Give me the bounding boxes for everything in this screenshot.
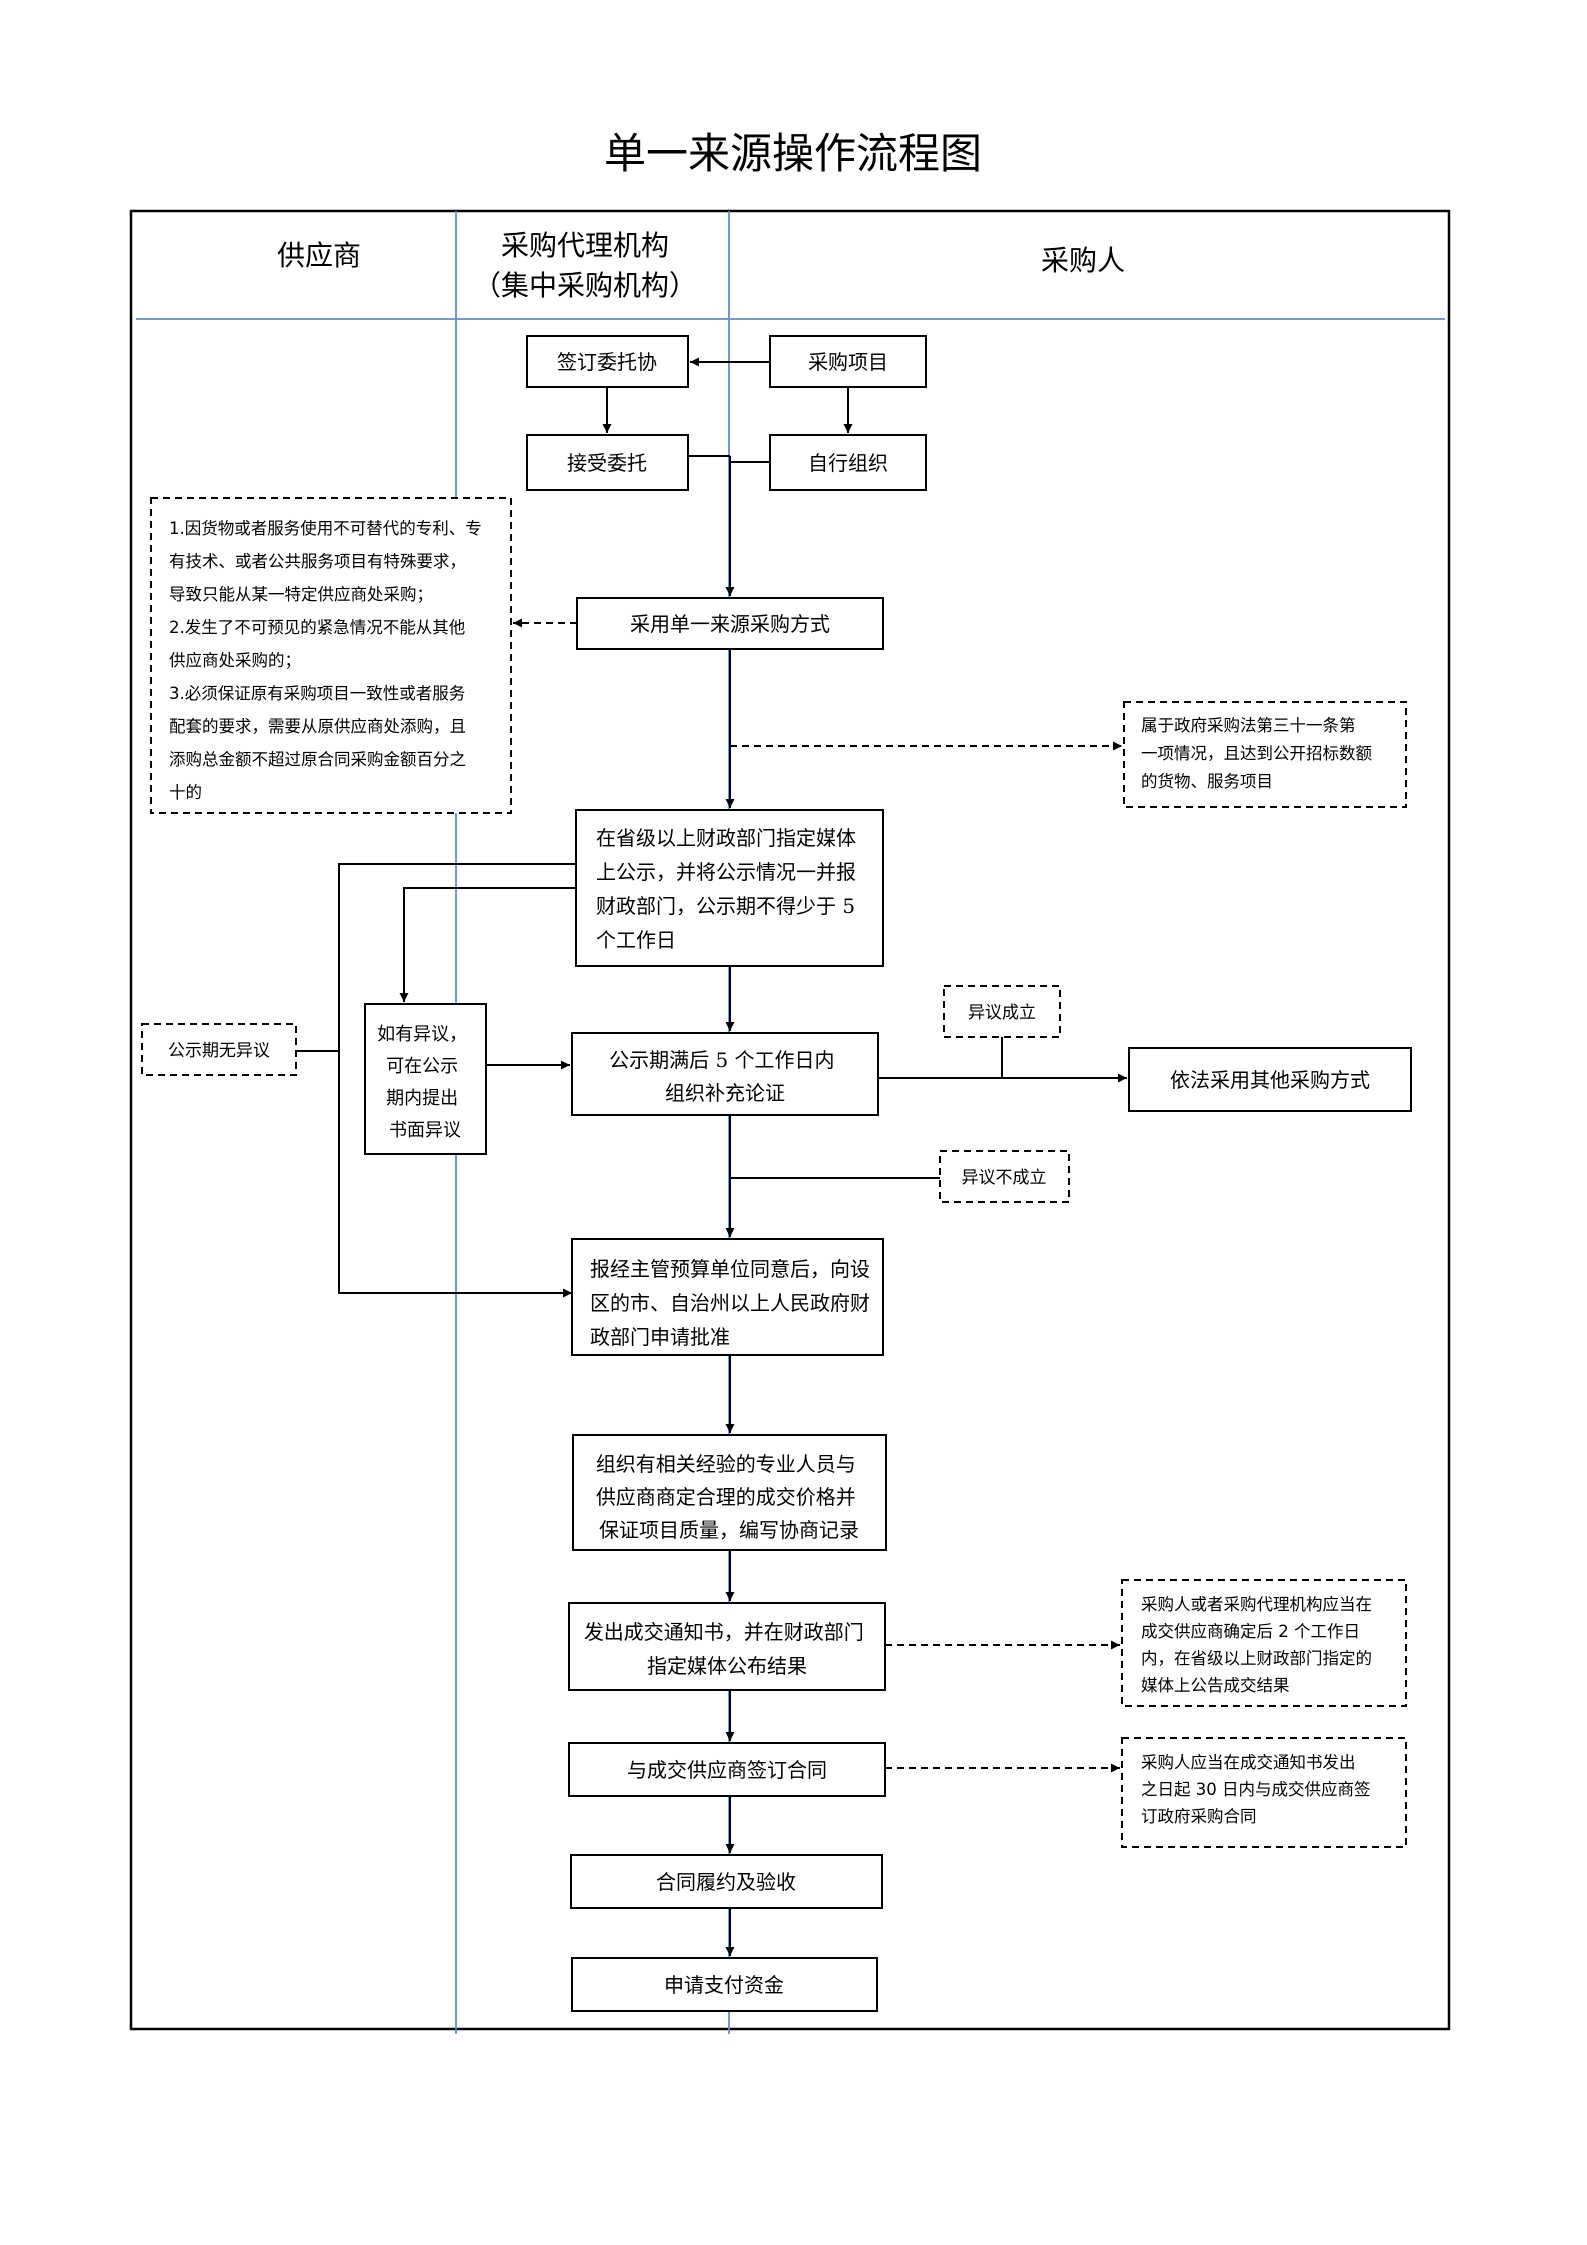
conditions-line: 供应商处采购的； bbox=[169, 651, 301, 670]
notice-rule-line: 内，在省级以上财政部门指定的 bbox=[1141, 1649, 1372, 1668]
expert-review-line: 组织补充论证 bbox=[665, 1081, 785, 1105]
lane-header-agency-sub: （集中采购机构） bbox=[473, 269, 697, 302]
conditions-line: 添购总金额不超过原合同采购金额百分之 bbox=[169, 750, 466, 769]
adopt-single-source-box bbox=[576, 597, 884, 650]
apply-approval-box bbox=[571, 1238, 884, 1356]
objection-submit-line: 如有异议， bbox=[377, 1024, 467, 1045]
negotiate-line: 保证项目质量，编写协商记录 bbox=[599, 1518, 859, 1542]
publicity-text: 在省级以上财政部门指定媒体 上公示，并将公示情况一并报 财政部门，公示期不得少于… bbox=[596, 826, 862, 952]
lane-header-purchaser: 采购人 bbox=[1041, 244, 1125, 277]
other-method-box bbox=[1128, 1047, 1412, 1112]
conditions-line: 1.因货物或者服务使用不可替代的专利、专 bbox=[169, 519, 482, 538]
perform-accept-box bbox=[570, 1854, 883, 1909]
issue-notice-line: 指定媒体公布结果 bbox=[647, 1654, 807, 1678]
accept-entrust-box bbox=[526, 434, 689, 491]
expert-review-box bbox=[571, 1032, 879, 1116]
objection-path bbox=[399, 887, 576, 1002]
contract-rule-note-box bbox=[1121, 1737, 1407, 1848]
apply-payment-box bbox=[571, 1957, 878, 2012]
contract-rule-line: 之日起 30 日内与成交供应商签 bbox=[1141, 1780, 1371, 1799]
conditions-line: 配套的要求，需要从原供应商处添购，且 bbox=[169, 717, 466, 736]
negotiate-text: 组织有相关经验的专业人员与 供应商商定合理的成交价格并 保证项目质量，编写协商记… bbox=[596, 1452, 862, 1542]
adopt-single-source-label: 采用单一来源采购方式 bbox=[630, 612, 830, 636]
gov-law-line: 一项情况，且达到公开招标数额 bbox=[1141, 744, 1373, 763]
conditions-line: 十的 bbox=[169, 783, 202, 802]
conditions-line: 有技术、或者公共服务项目有特殊要求， bbox=[169, 552, 466, 571]
objection-invalid-tag-box bbox=[939, 1150, 1070, 1203]
diagram-frame bbox=[129, 209, 1451, 2031]
conditions-line: 3.必须保证原有采购项目一致性或者服务 bbox=[169, 684, 465, 703]
expert-review-text: 公示期满后 5 个工作日内 组织补充论证 bbox=[609, 1048, 841, 1105]
issue-notice-line: 发出成交通知书，并在财政部门 bbox=[584, 1620, 864, 1644]
objection-submit-line: 期内提出 bbox=[386, 1088, 458, 1109]
gov-law-line: 的货物、服务项目 bbox=[1141, 772, 1273, 791]
notice-rule-line: 成交供应商确定后 2 个工作日 bbox=[1141, 1622, 1360, 1641]
accept-entrust-label: 接受委托 bbox=[567, 451, 647, 475]
no-objection-tag: 公示期无异议 bbox=[168, 1041, 270, 1061]
objection-submit-line: 可在公示 bbox=[386, 1056, 458, 1077]
publicity-line: 在省级以上财政部门指定媒体 bbox=[596, 826, 856, 850]
negotiate-box bbox=[572, 1434, 887, 1551]
sign-entrust-box bbox=[526, 335, 689, 388]
notice-rule-line: 媒体上公告成交结果 bbox=[1141, 1676, 1290, 1695]
conditions-line: 2.发生了不可预见的紧急情况不能从其他 bbox=[169, 618, 465, 637]
apply-payment-label: 申请支付资金 bbox=[664, 1973, 784, 1997]
notice-rule-note-box bbox=[1121, 1579, 1407, 1707]
objection-valid-tag: 异议成立 bbox=[968, 1003, 1036, 1023]
apply-approval-line: 区的市、自治州以上人民政府财 bbox=[590, 1291, 870, 1315]
no-objection-tag-box bbox=[141, 1023, 297, 1076]
conditions-note-text: 1.因货物或者服务使用不可替代的专利、专 有技术、或者公共服务项目有特殊要求， … bbox=[169, 519, 487, 802]
lane-header-agency: 采购代理机构 bbox=[501, 229, 669, 262]
apply-approval-text: 报经主管预算单位同意后，向设 区的市、自治州以上人民政府财 政部门申请批准 bbox=[590, 1257, 876, 1349]
gov-law-note-text: 属于政府采购法第三十一条第 一项情况，且达到公开招标数额 的货物、服务项目 bbox=[1141, 716, 1377, 791]
objection-submit-text: 如有异议， 可在公示 期内提出 书面异议 bbox=[377, 1024, 473, 1141]
publicity-line: 个工作日 bbox=[596, 928, 676, 952]
other-method-label: 依法采用其他采购方式 bbox=[1170, 1068, 1370, 1092]
sign-contract-label: 与成交供应商签订合同 bbox=[627, 1758, 827, 1782]
purchase-project-label: 采购项目 bbox=[808, 350, 888, 374]
publicity-line: 上公示，并将公示情况一并报 bbox=[596, 860, 856, 884]
no-objection-path bbox=[338, 863, 576, 1298]
notice-rule-line: 采购人或者采购代理机构应当在 bbox=[1141, 1595, 1372, 1614]
objection-submit-line: 书面异议 bbox=[389, 1120, 461, 1141]
perform-accept-label: 合同履约及验收 bbox=[656, 1870, 796, 1894]
lane-header-supplier: 供应商 bbox=[277, 239, 361, 272]
objection-valid-tag-box bbox=[943, 985, 1061, 1038]
contract-rule-note-text: 采购人应当在成交通知书发出 之日起 30 日内与成交供应商签 订政府采购合同 bbox=[1141, 1753, 1376, 1826]
self-organize-box bbox=[769, 434, 927, 491]
sign-entrust-label: 签订委托协 bbox=[557, 350, 657, 374]
issue-notice-box bbox=[568, 1602, 886, 1691]
apply-approval-line: 政部门申请批准 bbox=[590, 1325, 730, 1349]
gov-law-note-box bbox=[1123, 701, 1407, 808]
objection-invalid-tag: 异议不成立 bbox=[962, 1168, 1047, 1188]
page-title: 单一来源操作流程图 bbox=[604, 129, 982, 178]
gov-law-line: 属于政府采购法第三十一条第 bbox=[1141, 716, 1356, 735]
self-organize-label: 自行组织 bbox=[808, 451, 888, 475]
publicity-line: 财政部门，公示期不得少于 5 bbox=[596, 894, 855, 918]
apply-approval-line: 报经主管预算单位同意后，向设 bbox=[590, 1257, 870, 1281]
sign-contract-box bbox=[568, 1742, 886, 1797]
issue-notice-text: 发出成交通知书，并在财政部门 指定媒体公布结果 bbox=[584, 1620, 870, 1678]
conditions-line: 导致只能从某一特定供应商处采购； bbox=[169, 585, 433, 604]
expert-review-line: 公示期满后 5 个工作日内 bbox=[609, 1048, 834, 1072]
negotiate-line: 组织有相关经验的专业人员与 bbox=[596, 1452, 856, 1476]
contract-rule-line: 采购人应当在成交通知书发出 bbox=[1141, 1753, 1356, 1772]
publicity-box bbox=[575, 809, 884, 967]
negotiate-line: 供应商商定合理的成交价格并 bbox=[596, 1485, 856, 1509]
conditions-note-box bbox=[150, 497, 512, 814]
contract-rule-line: 订政府采购合同 bbox=[1141, 1807, 1257, 1826]
objection-submit-box bbox=[364, 1003, 487, 1155]
notice-rule-note-text: 采购人或者采购代理机构应当在 成交供应商确定后 2 个工作日 内，在省级以上财政… bbox=[1141, 1595, 1377, 1695]
